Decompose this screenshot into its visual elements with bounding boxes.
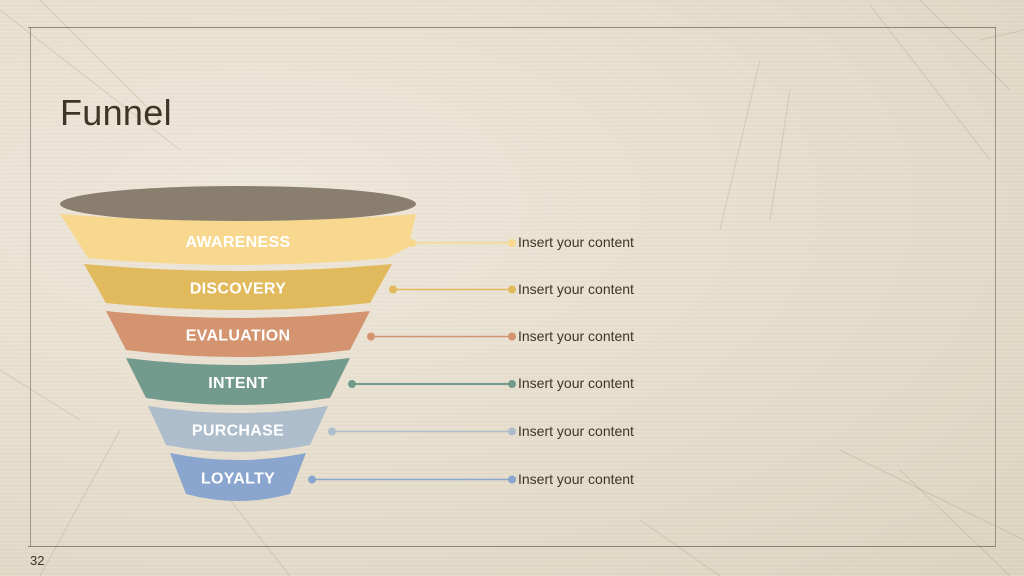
connector-end-dot [508, 332, 516, 341]
connector-start-dot [328, 427, 336, 436]
funnel-opening [60, 186, 416, 222]
funnel-stage-awareness [60, 214, 416, 265]
connector-start-dot [367, 332, 375, 341]
stage-label: INTENT [208, 375, 268, 392]
frame-top-line [28, 27, 996, 28]
funnel-stage-intent [126, 358, 350, 405]
connector-start-dot [308, 475, 316, 484]
stage-content-text: Insert your content [518, 280, 634, 297]
connector-end-dot [508, 285, 516, 294]
stage-content-text: Insert your content [518, 422, 634, 439]
funnel-stage-discovery [84, 264, 392, 310]
connector-end-dot [508, 427, 516, 436]
page-number: 32 [30, 553, 45, 568]
stage-content-text: Insert your content [518, 234, 634, 250]
funnel-stage-loyalty [170, 453, 306, 501]
stage-label: DISCOVERY [190, 281, 286, 298]
stage-content-text: Insert your content [518, 470, 634, 487]
connector-end-dot [508, 239, 516, 247]
connector-start-dot [408, 239, 416, 247]
funnel-stage-evaluation [106, 311, 370, 357]
stage-label: PURCHASE [192, 423, 284, 440]
stage-content-text: Insert your content [518, 327, 634, 344]
funnel-stage-purchase [148, 406, 328, 452]
frame-bottom-line [28, 546, 996, 547]
stage-label: AWARENESS [186, 234, 291, 251]
connector-start-dot [348, 380, 356, 388]
frame-left-line [30, 27, 31, 546]
connector-end-dot [508, 475, 516, 484]
frame-right-line [995, 27, 996, 546]
stage-label: EVALUATION [186, 328, 291, 345]
slide-title: Funnel [60, 92, 172, 133]
connector-end-dot [508, 380, 516, 388]
stage-label: LOYALTY [201, 471, 275, 488]
stage-content-text: Insert your content [518, 375, 634, 391]
connector-start-dot [389, 285, 397, 294]
